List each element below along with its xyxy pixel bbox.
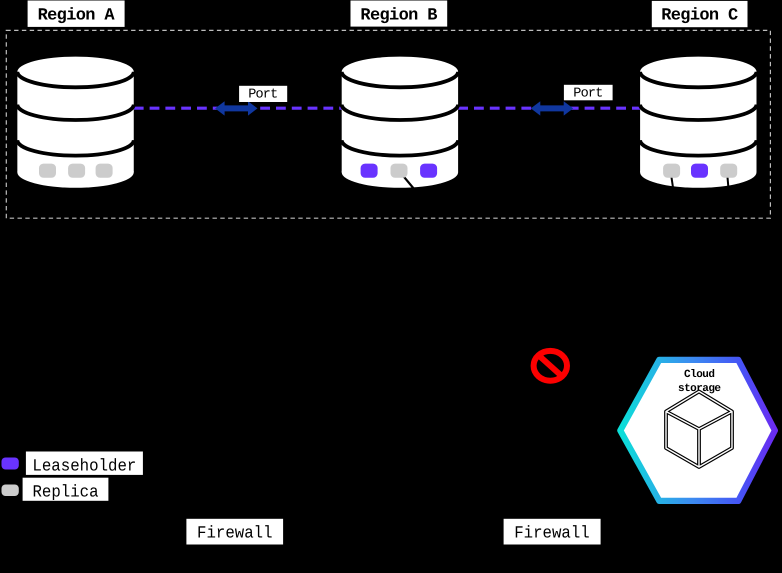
svg-text:Port: Port [573,87,603,102]
svg-text:Region C: Region C [661,7,738,26]
svg-text:Firewall: Firewall [514,524,590,543]
svg-text:Region A: Region A [38,7,116,26]
svg-text:Port: Port [248,88,278,103]
svg-text:Firewall: Firewall [197,524,273,543]
svg-text:Replica: Replica [33,484,99,503]
svg-text:Leaseholder: Leaseholder [32,458,136,477]
svg-text:Cloud: Cloud [684,369,715,381]
svg-text:Region B: Region B [360,7,437,26]
svg-text:storage: storage [678,383,721,395]
